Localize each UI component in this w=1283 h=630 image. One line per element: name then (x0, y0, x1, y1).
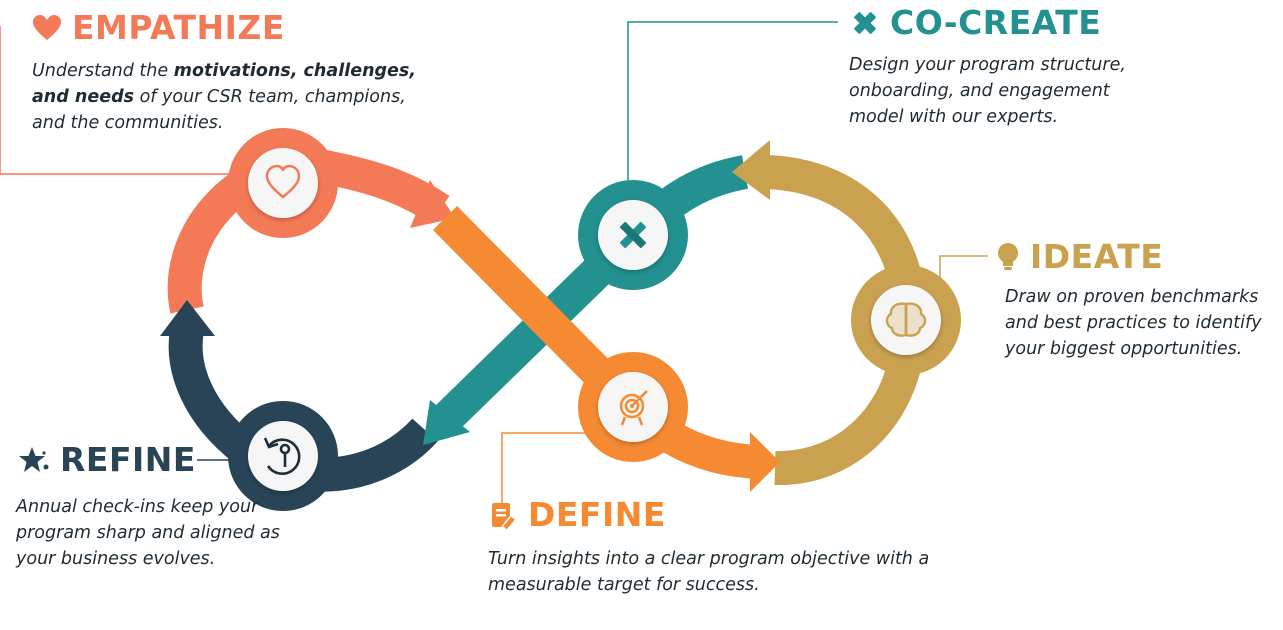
empathize-title-text: EMPATHIZE (72, 8, 285, 47)
target-icon (619, 390, 648, 426)
define-arrowhead (750, 432, 780, 492)
refine-arrowhead (160, 300, 215, 336)
define-title: DEFINE (490, 495, 666, 534)
define-title-text: DEFINE (528, 495, 666, 534)
define-connector (501, 432, 590, 512)
define-description: Turn insights into a clear program objec… (488, 549, 930, 595)
empathize-connector (0, 26, 230, 175)
cocreate-title: CO-CREATE (850, 3, 1101, 42)
refine-node (228, 401, 338, 511)
document-edit-icon (492, 502, 517, 530)
refine-description: Annual check-ins keep your program sharp… (16, 497, 280, 569)
star-sparkle-icon (19, 446, 49, 472)
empathize-desc-post: of your CSR team, champions, and the com… (32, 87, 406, 133)
cocreate-arrowhead (423, 400, 470, 445)
empathize-arrowhead (410, 180, 455, 228)
ideate-title: IDEATE (996, 237, 1163, 276)
heart-outline-icon (265, 164, 301, 199)
define-node (578, 352, 688, 462)
ideate-node (851, 265, 961, 375)
empathize-desc-bold: motivations, challenges, and needs (32, 61, 416, 107)
empathize-title: EMPATHIZE (32, 8, 285, 47)
cocreate-description: Design your program structure, onboardin… (849, 55, 1126, 127)
pencil-ruler-icon (619, 221, 647, 249)
empathize-desc-pre: Understand the (32, 61, 174, 81)
cocreate-node (578, 180, 688, 290)
heart-icon (33, 14, 61, 40)
refresh-wrench-icon (263, 437, 301, 475)
empathize-description: Understand the motivations, challenges, … (32, 58, 417, 136)
cocreate-connector (627, 21, 838, 182)
refine-title: REFINE (18, 440, 196, 479)
ideate-title-text: IDEATE (1030, 237, 1164, 276)
brain-icon (885, 302, 927, 337)
ideate-description: Draw on proven benchmarks and best pract… (1005, 287, 1262, 359)
ideate-connector (939, 255, 988, 280)
ideate-arrowhead (732, 140, 770, 200)
empathize-node (228, 128, 338, 238)
lightbulb-icon (998, 242, 1018, 270)
cocreate-title-text: CO-CREATE (890, 3, 1102, 42)
pencil-ruler-icon (854, 11, 876, 34)
refine-title-text: REFINE (60, 440, 196, 479)
